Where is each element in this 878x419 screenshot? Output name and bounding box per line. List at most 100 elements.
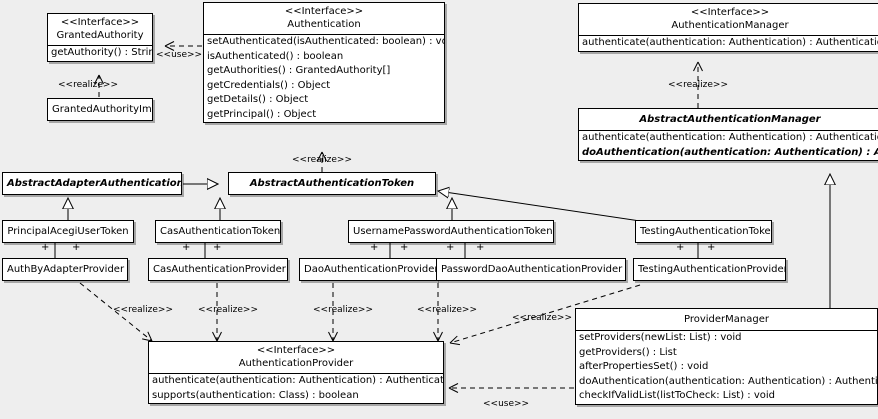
multiplicity-plus: + — [213, 242, 222, 253]
multiplicity-plus: + — [41, 242, 50, 253]
operation: checkIfValidList(listToCheck: List) : vo… — [579, 390, 776, 401]
class-name: AbstractAuthenticationManager — [639, 114, 821, 125]
edge-label-use-authentication-grantedauthority: <<use>> — [156, 50, 203, 60]
operation: authenticate(authentication: Authenticat… — [582, 37, 878, 48]
multiplicity-plus: + — [370, 242, 379, 253]
class-password-dao-authentication-provider[interactable]: PasswordDaoAuthenticationProvider — [436, 258, 626, 281]
operations-compartment: authenticate(authentication: Authenticat… — [579, 131, 878, 160]
class-name: PrincipalAcegiUserToken — [7, 226, 129, 237]
operation: authenticate(authentication: Authenticat… — [582, 132, 878, 143]
class-name: ProviderManager — [683, 314, 769, 325]
class-stereotype: <<Interface>> — [284, 6, 364, 17]
edge-label-use-providermanager-authenticationprovider: <<use>> — [483, 399, 530, 409]
operation: supports(authentication: Class) : boolea… — [152, 389, 359, 401]
class-auth-by-adapter-provider[interactable]: AuthByAdapterProvider — [2, 258, 128, 281]
class-name: CasAuthenticationToken — [160, 226, 281, 237]
class-header: <<Interface>> Authentication — [204, 3, 444, 34]
multiplicity-plus: + — [182, 242, 191, 253]
multiplicity-plus: + — [676, 242, 685, 253]
operation: doAuthentication(authentication: Authent… — [579, 375, 878, 387]
edge-label-realize-casauthenticationprovider: <<realize>> — [198, 305, 258, 315]
class-header: AuthByAdapterProvider — [3, 259, 127, 280]
class-header: DaoAuthenticationProvider — [300, 259, 436, 280]
class-name: CasAuthenticationProvider — [153, 264, 286, 275]
operation: setAuthenticated(isAuthenticated: boolea… — [207, 36, 445, 47]
class-header: GrantedAuthorityImpl — [48, 99, 152, 120]
class-header: UsernamePasswordAuthenticationToken — [349, 221, 553, 242]
class-testing-authentication-token[interactable]: TestingAuthenticationToken — [635, 220, 772, 243]
operation: getProviders() : List — [579, 346, 677, 358]
class-header: AbstractAuthenticationToken — [229, 173, 435, 194]
edge-label-realize-testingauthenticationprovider: <<realize>> — [512, 313, 572, 323]
edge-label-realize-daoauthenticationprovider: <<realize>> — [313, 305, 373, 315]
class-provider-manager[interactable]: ProviderManager setProviders(newList: Li… — [575, 308, 878, 405]
class-authentication-provider[interactable]: <<Interface>> AuthenticationProvider aut… — [148, 341, 444, 404]
multiplicity-plus: + — [476, 242, 485, 253]
operation: getAuthority() : String — [51, 47, 153, 58]
class-header: AbstractAuthenticationManager — [579, 109, 878, 130]
class-name: AuthByAdapterProvider — [7, 264, 125, 275]
class-name: Authentication — [287, 19, 361, 30]
class-cas-authentication-token[interactable]: CasAuthenticationToken — [155, 220, 281, 243]
class-header: CasAuthenticationProvider — [149, 259, 287, 280]
compartment-divider — [204, 34, 444, 35]
class-dao-authentication-provider[interactable]: DaoAuthenticationProvider — [299, 258, 437, 281]
operation: getDetails() : Object — [207, 94, 309, 105]
class-header: AbstractAdapterAuthenticationToken — [3, 173, 181, 194]
class-name: GrantedAuthority — [56, 30, 144, 41]
class-abstract-adapter-authentication-token[interactable]: AbstractAdapterAuthenticationToken — [2, 172, 182, 195]
class-name: UsernamePasswordAuthenticationToken — [353, 226, 553, 237]
compartment-divider — [576, 330, 877, 331]
class-abstract-authentication-manager[interactable]: AbstractAuthenticationManager authentica… — [578, 108, 878, 161]
class-header: <<Interface>> AuthenticationProvider — [149, 342, 443, 373]
multiplicity-plus: + — [72, 242, 81, 253]
operation: getCredentials() : Object — [207, 79, 331, 91]
operations-compartment: authenticate(authentication: Authenticat… — [579, 36, 878, 51]
operation-abstract: doAuthentication(authentication: Authent… — [582, 146, 878, 158]
class-header: PasswordDaoAuthenticationProvider — [437, 259, 625, 280]
class-authentication-manager[interactable]: <<Interface>> AuthenticationManager auth… — [578, 3, 878, 52]
class-cas-authentication-provider[interactable]: CasAuthenticationProvider — [148, 258, 288, 281]
multiplicity-plus: + — [400, 242, 409, 253]
operation: getPrincipal() : Object — [207, 108, 317, 120]
class-name: TestingAuthenticationProvider — [638, 264, 786, 275]
edge-label-realize-grantedauthorityimpl: <<realize>> — [58, 80, 118, 90]
class-name: DaoAuthenticationProvider — [304, 264, 437, 275]
operation: getAuthorities() : GrantedAuthority[] — [207, 65, 391, 76]
class-header: <<Interface>> GrantedAuthority — [48, 14, 152, 45]
class-granted-authority-impl[interactable]: GrantedAuthorityImpl — [47, 98, 153, 121]
class-header: CasAuthenticationToken — [156, 221, 280, 242]
edge-label-realize-passworddaoauthenticationprovider: <<realize>> — [417, 305, 477, 315]
class-name: AbstractAuthenticationToken — [249, 178, 415, 189]
class-stereotype: <<Interface>> — [256, 345, 336, 356]
class-header: TestingAuthenticationToken — [636, 221, 771, 242]
class-abstract-authentication-token[interactable]: AbstractAuthenticationToken — [228, 172, 436, 195]
compartment-divider — [149, 373, 443, 374]
edge-label-realize-abstractauthenticationmanager: <<realize>> — [668, 80, 728, 90]
class-authentication[interactable]: <<Interface>> Authentication setAuthenti… — [203, 2, 445, 123]
multiplicity-plus: + — [446, 242, 455, 253]
operation: afterPropertiesSet() : void — [579, 361, 709, 372]
operation: isAuthenticated() : boolean — [207, 50, 344, 62]
class-username-password-authentication-token[interactable]: UsernamePasswordAuthenticationToken — [348, 220, 554, 243]
class-name: PasswordDaoAuthenticationProvider — [441, 264, 623, 275]
class-principal-acegi-user-token[interactable]: PrincipalAcegiUserToken — [2, 220, 134, 243]
class-name: AuthenticationManager — [671, 20, 789, 31]
class-testing-authentication-provider[interactable]: TestingAuthenticationProvider — [633, 258, 786, 281]
operations-compartment: authenticate(authentication: Authenticat… — [149, 374, 443, 403]
class-name: AbstractAdapterAuthenticationToken — [7, 178, 182, 189]
operations-compartment: getAuthority() : String — [48, 46, 152, 61]
operations-compartment: setProviders(newList: List) : void getPr… — [576, 331, 877, 404]
class-header: <<Interface>> AuthenticationManager — [579, 4, 878, 35]
class-granted-authority[interactable]: <<Interface>> GrantedAuthority getAuthor… — [47, 13, 153, 62]
compartment-divider — [579, 130, 878, 131]
operation: setProviders(newList: List) : void — [579, 332, 742, 343]
class-name: TestingAuthenticationToken — [640, 226, 772, 237]
compartment-divider — [579, 35, 878, 36]
multiplicity-plus: + — [707, 242, 716, 253]
operations-compartment: setAuthenticated(isAuthenticated: boolea… — [204, 35, 444, 122]
compartment-divider — [48, 45, 152, 46]
operation: authenticate(authentication: Authenticat… — [152, 375, 444, 386]
class-stereotype: <<Interface>> — [690, 7, 770, 18]
